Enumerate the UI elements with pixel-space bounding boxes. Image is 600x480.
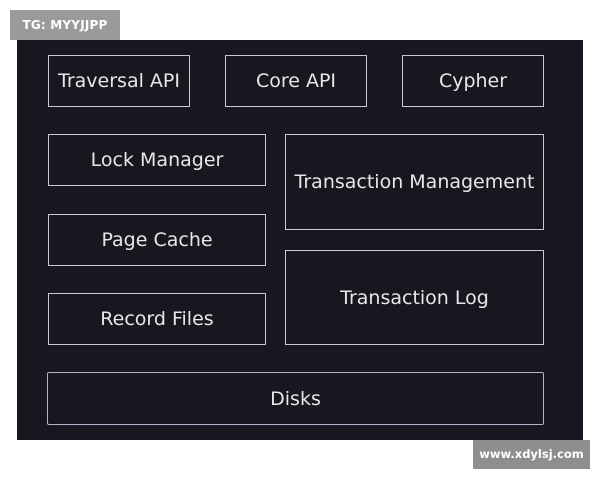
- architecture-diagram: Traversal API Core API Cypher Lock Manag…: [17, 40, 583, 440]
- transaction-log-box: Transaction Log: [285, 250, 544, 345]
- core-api-box: Core API: [225, 55, 367, 107]
- cypher-box: Cypher: [402, 55, 544, 107]
- page-cache-box: Page Cache: [48, 214, 266, 266]
- watermark: www.xdylsj.com: [473, 440, 590, 469]
- tag-badge: TG: MYYJJPP: [10, 10, 120, 40]
- disks-box: Disks: [47, 372, 544, 425]
- lock-manager-box: Lock Manager: [48, 134, 266, 186]
- record-files-box: Record Files: [48, 293, 266, 345]
- transaction-management-box: Transaction Management: [285, 134, 544, 230]
- traversal-api-box: Traversal API: [48, 55, 190, 107]
